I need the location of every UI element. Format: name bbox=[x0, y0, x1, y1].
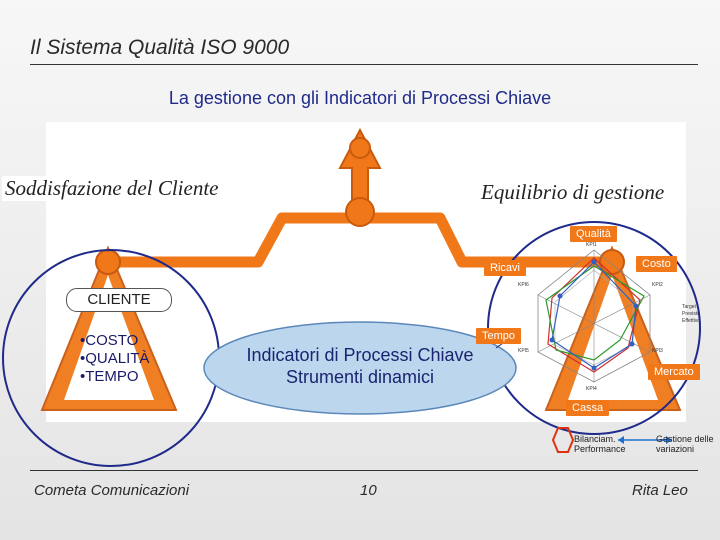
page-number: 10 bbox=[360, 482, 377, 499]
radar-legend-previsto: Previsto bbox=[682, 311, 700, 318]
legend-balance-line-2: Performance bbox=[574, 444, 626, 454]
svg-text:KPI3: KPI3 bbox=[652, 348, 663, 354]
tag-cassa: Cassa bbox=[566, 400, 609, 416]
footer-divider bbox=[30, 470, 698, 471]
svg-text:KPI1: KPI1 bbox=[586, 242, 597, 248]
left-goal-label: Soddisfazione del Cliente bbox=[2, 176, 221, 201]
svg-text:KPI2: KPI2 bbox=[652, 282, 663, 288]
legend-variation-line-1: Gestione delle bbox=[656, 434, 714, 444]
legend-variation-line-2: variazioni bbox=[656, 444, 714, 454]
svg-text:KPI5: KPI5 bbox=[518, 348, 529, 354]
legend-balance-text: Bilanciam. Performance bbox=[574, 434, 626, 454]
svg-text:KPI4: KPI4 bbox=[586, 386, 597, 392]
balance-hexagon-icon bbox=[553, 428, 573, 452]
footer-company: Cometa Comunicazioni bbox=[34, 482, 189, 499]
tag-tempo: Tempo bbox=[476, 328, 521, 344]
radar-legend: Target Previsto Effettivo bbox=[682, 304, 700, 325]
top-pivot bbox=[350, 138, 370, 158]
right-goal-label: Equilibrio di gestione bbox=[478, 180, 667, 205]
ellipse-line-2: Strumenti dinamici bbox=[218, 366, 502, 388]
cliente-items: •COSTO •QUALITÀ •TEMPO bbox=[80, 332, 149, 386]
footer-author: Rita Leo bbox=[632, 482, 688, 499]
tag-ricavi: Ricavi bbox=[484, 260, 526, 276]
radar-legend-target: Target bbox=[682, 304, 700, 311]
cliente-item-costo: •COSTO bbox=[80, 332, 149, 350]
tag-qualita: Qualità bbox=[570, 226, 617, 242]
legend-variation-text: Gestione delle variazioni bbox=[656, 434, 714, 454]
center-pivot bbox=[346, 198, 374, 226]
legend-balance-line-1: Bilanciam. bbox=[574, 434, 626, 444]
cliente-item-tempo: •TEMPO bbox=[80, 368, 149, 386]
tag-mercato: Mercato bbox=[648, 364, 700, 380]
radar-legend-effettivo: Effettivo bbox=[682, 318, 700, 325]
svg-text:KPI6: KPI6 bbox=[518, 282, 529, 288]
cliente-item-qualita: •QUALITÀ bbox=[80, 350, 149, 368]
right-pivot bbox=[600, 250, 624, 274]
cliente-box: CLIENTE bbox=[66, 288, 172, 312]
ellipse-line-1: Indicatori di Processi Chiave bbox=[218, 344, 502, 366]
ellipse-text: Indicatori di Processi Chiave Strumenti … bbox=[218, 344, 502, 388]
tag-costo: Costo bbox=[636, 256, 677, 272]
left-pivot bbox=[96, 250, 120, 274]
